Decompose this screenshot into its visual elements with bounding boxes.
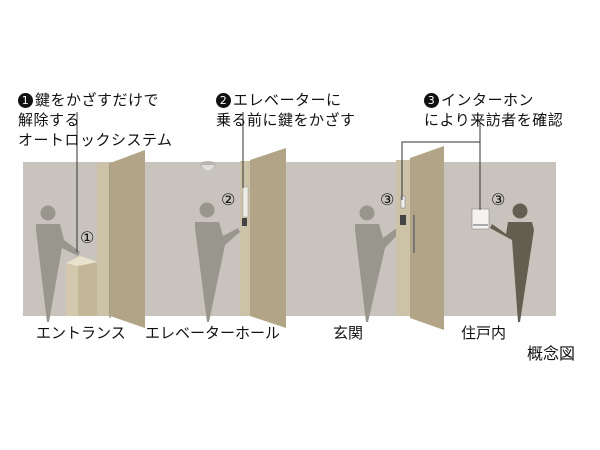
callout-text: 乗る前に鍵をかざす [216, 111, 356, 129]
door-genkan [410, 146, 444, 330]
autolock-panel [66, 256, 98, 316]
number-badge: 1 [18, 93, 33, 108]
figure-resident-elevator [195, 202, 240, 322]
area-label-entrance: エントランス [36, 324, 126, 342]
door-entrance [110, 150, 145, 328]
callout-lines [76, 112, 481, 252]
caption-conceptual-diagram: 概念図 [527, 344, 576, 363]
number-badge: 3 [424, 93, 439, 108]
security-camera-icon [200, 161, 216, 171]
callout-text: オートロックシステム [18, 131, 173, 149]
marker-3-monitor: ③ [491, 190, 506, 209]
door-frame-entrance [97, 163, 110, 316]
area-label-residence: 住戸内 [461, 324, 507, 342]
door-frame-genkan [396, 160, 410, 316]
figure-resident-home [490, 203, 534, 322]
marker-3-door: ③ [380, 190, 395, 209]
callout-text: インターホン [441, 91, 535, 109]
figure-visitor-genkan [355, 205, 401, 322]
callout-text: 鍵をかざすだけで [35, 91, 160, 109]
marker-1: ① [80, 228, 95, 247]
area-label-elevator-hall: エレベーターホール [145, 324, 281, 342]
number-badge: 2 [216, 93, 231, 108]
intercom-monitor [471, 208, 490, 230]
area-label-genkan: 玄関 [333, 324, 364, 342]
marker-2: ② [221, 190, 236, 209]
intercom-door-station [400, 215, 406, 225]
callout-text: により来訪者を確認 [424, 111, 564, 129]
callout-text: エレベーターに [233, 91, 342, 109]
key-reader [242, 186, 249, 218]
door-elevator [250, 148, 286, 328]
door-frame-elevator [240, 161, 250, 316]
figure-visitor-entrance [36, 205, 80, 322]
callout-text: 解除する [18, 111, 81, 129]
